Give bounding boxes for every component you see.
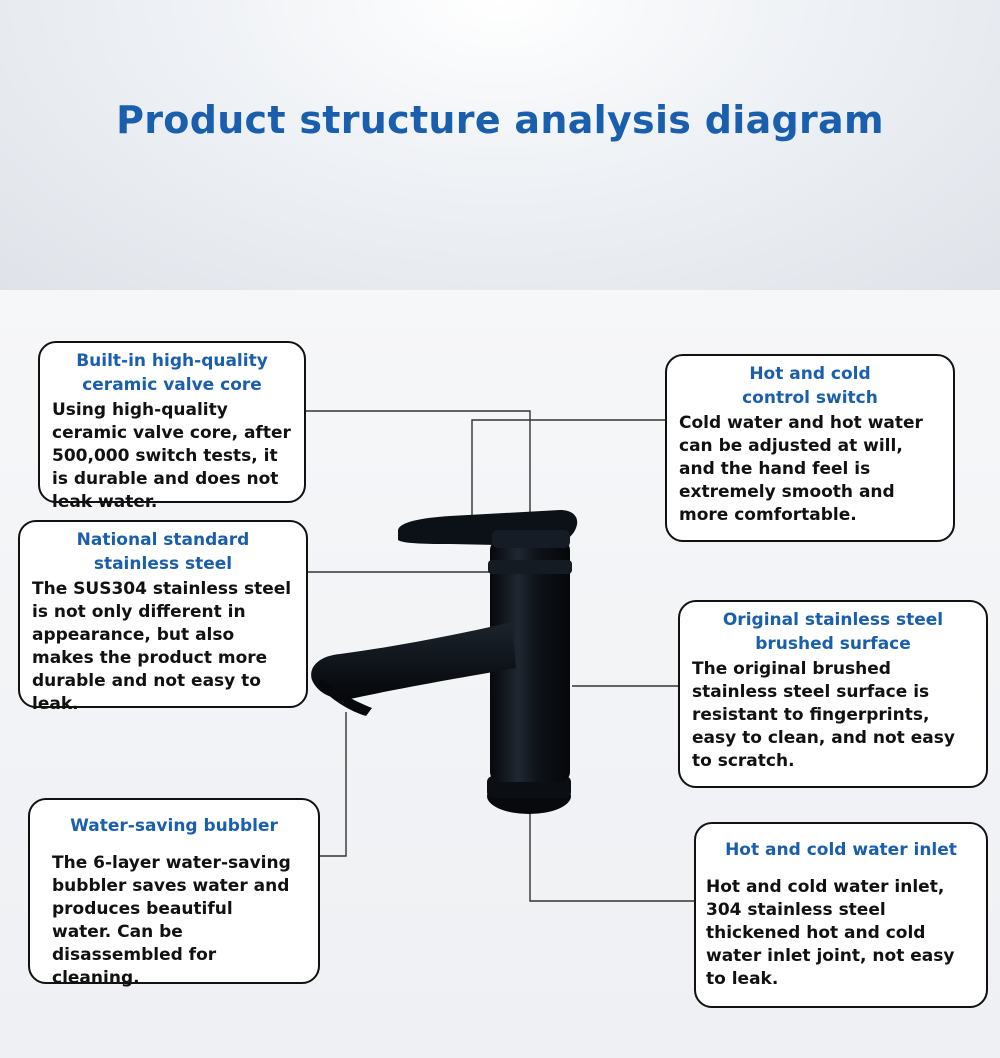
aerator: [318, 678, 372, 716]
leader-line-control-switch: [471, 419, 666, 518]
callout-control-switch: Hot and cold control switch Cold water a…: [665, 354, 955, 542]
callout-water-inlet: Hot and cold water inlet Hot and cold wa…: [694, 822, 988, 1008]
callout-control-switch-title: Hot and cold control switch: [742, 364, 878, 408]
faucet-body: [490, 540, 570, 782]
faucet-spout: [311, 622, 516, 700]
callout-valve-core: Built-in high-quality ceramic valve core…: [38, 341, 306, 512]
faucet-cartridge: [492, 530, 570, 548]
callout-brushed-surface: Original stainless steel brushed surface…: [678, 600, 988, 788]
callout-stainless-steel-body: The SUS304 stainless steel is not only d…: [32, 579, 292, 714]
faucet-collar: [488, 560, 572, 574]
callout-valve-core-body: Using high-quality ceramic valve core, a…: [52, 400, 291, 512]
header-background: [0, 0, 1000, 290]
callout-stainless-steel: National standard stainless steel The SU…: [18, 520, 308, 714]
page-title: Product structure analysis diagram: [116, 98, 884, 142]
callout-control-switch-body: Cold water and hot water can be adjusted…: [679, 413, 923, 525]
callout-valve-core-title: Built-in high-quality ceramic valve core: [76, 351, 268, 395]
callout-bubbler-title: Water-saving bubbler: [70, 816, 278, 836]
leader-line-water-inlet: [529, 812, 695, 902]
callout-brushed-surface-title: Original stainless steel brushed surface: [722, 610, 944, 654]
leader-line-valve-core: [298, 410, 531, 515]
callout-water-inlet-body: Hot and cold water inlet, 304 stainless …: [706, 877, 955, 989]
callout-bubbler: Water-saving bubbler The 6-layer water-s…: [28, 798, 320, 988]
callout-bubbler-body: The 6-layer water-saving bubbler saves w…: [52, 853, 291, 988]
callout-water-inlet-title: Hot and cold water inlet: [725, 840, 957, 860]
leader-line-bubbler: [318, 712, 347, 857]
callout-brushed-surface-body: The original brushed stainless steel sur…: [692, 659, 955, 771]
callout-stainless-steel-title: National standard stainless steel: [76, 530, 250, 574]
